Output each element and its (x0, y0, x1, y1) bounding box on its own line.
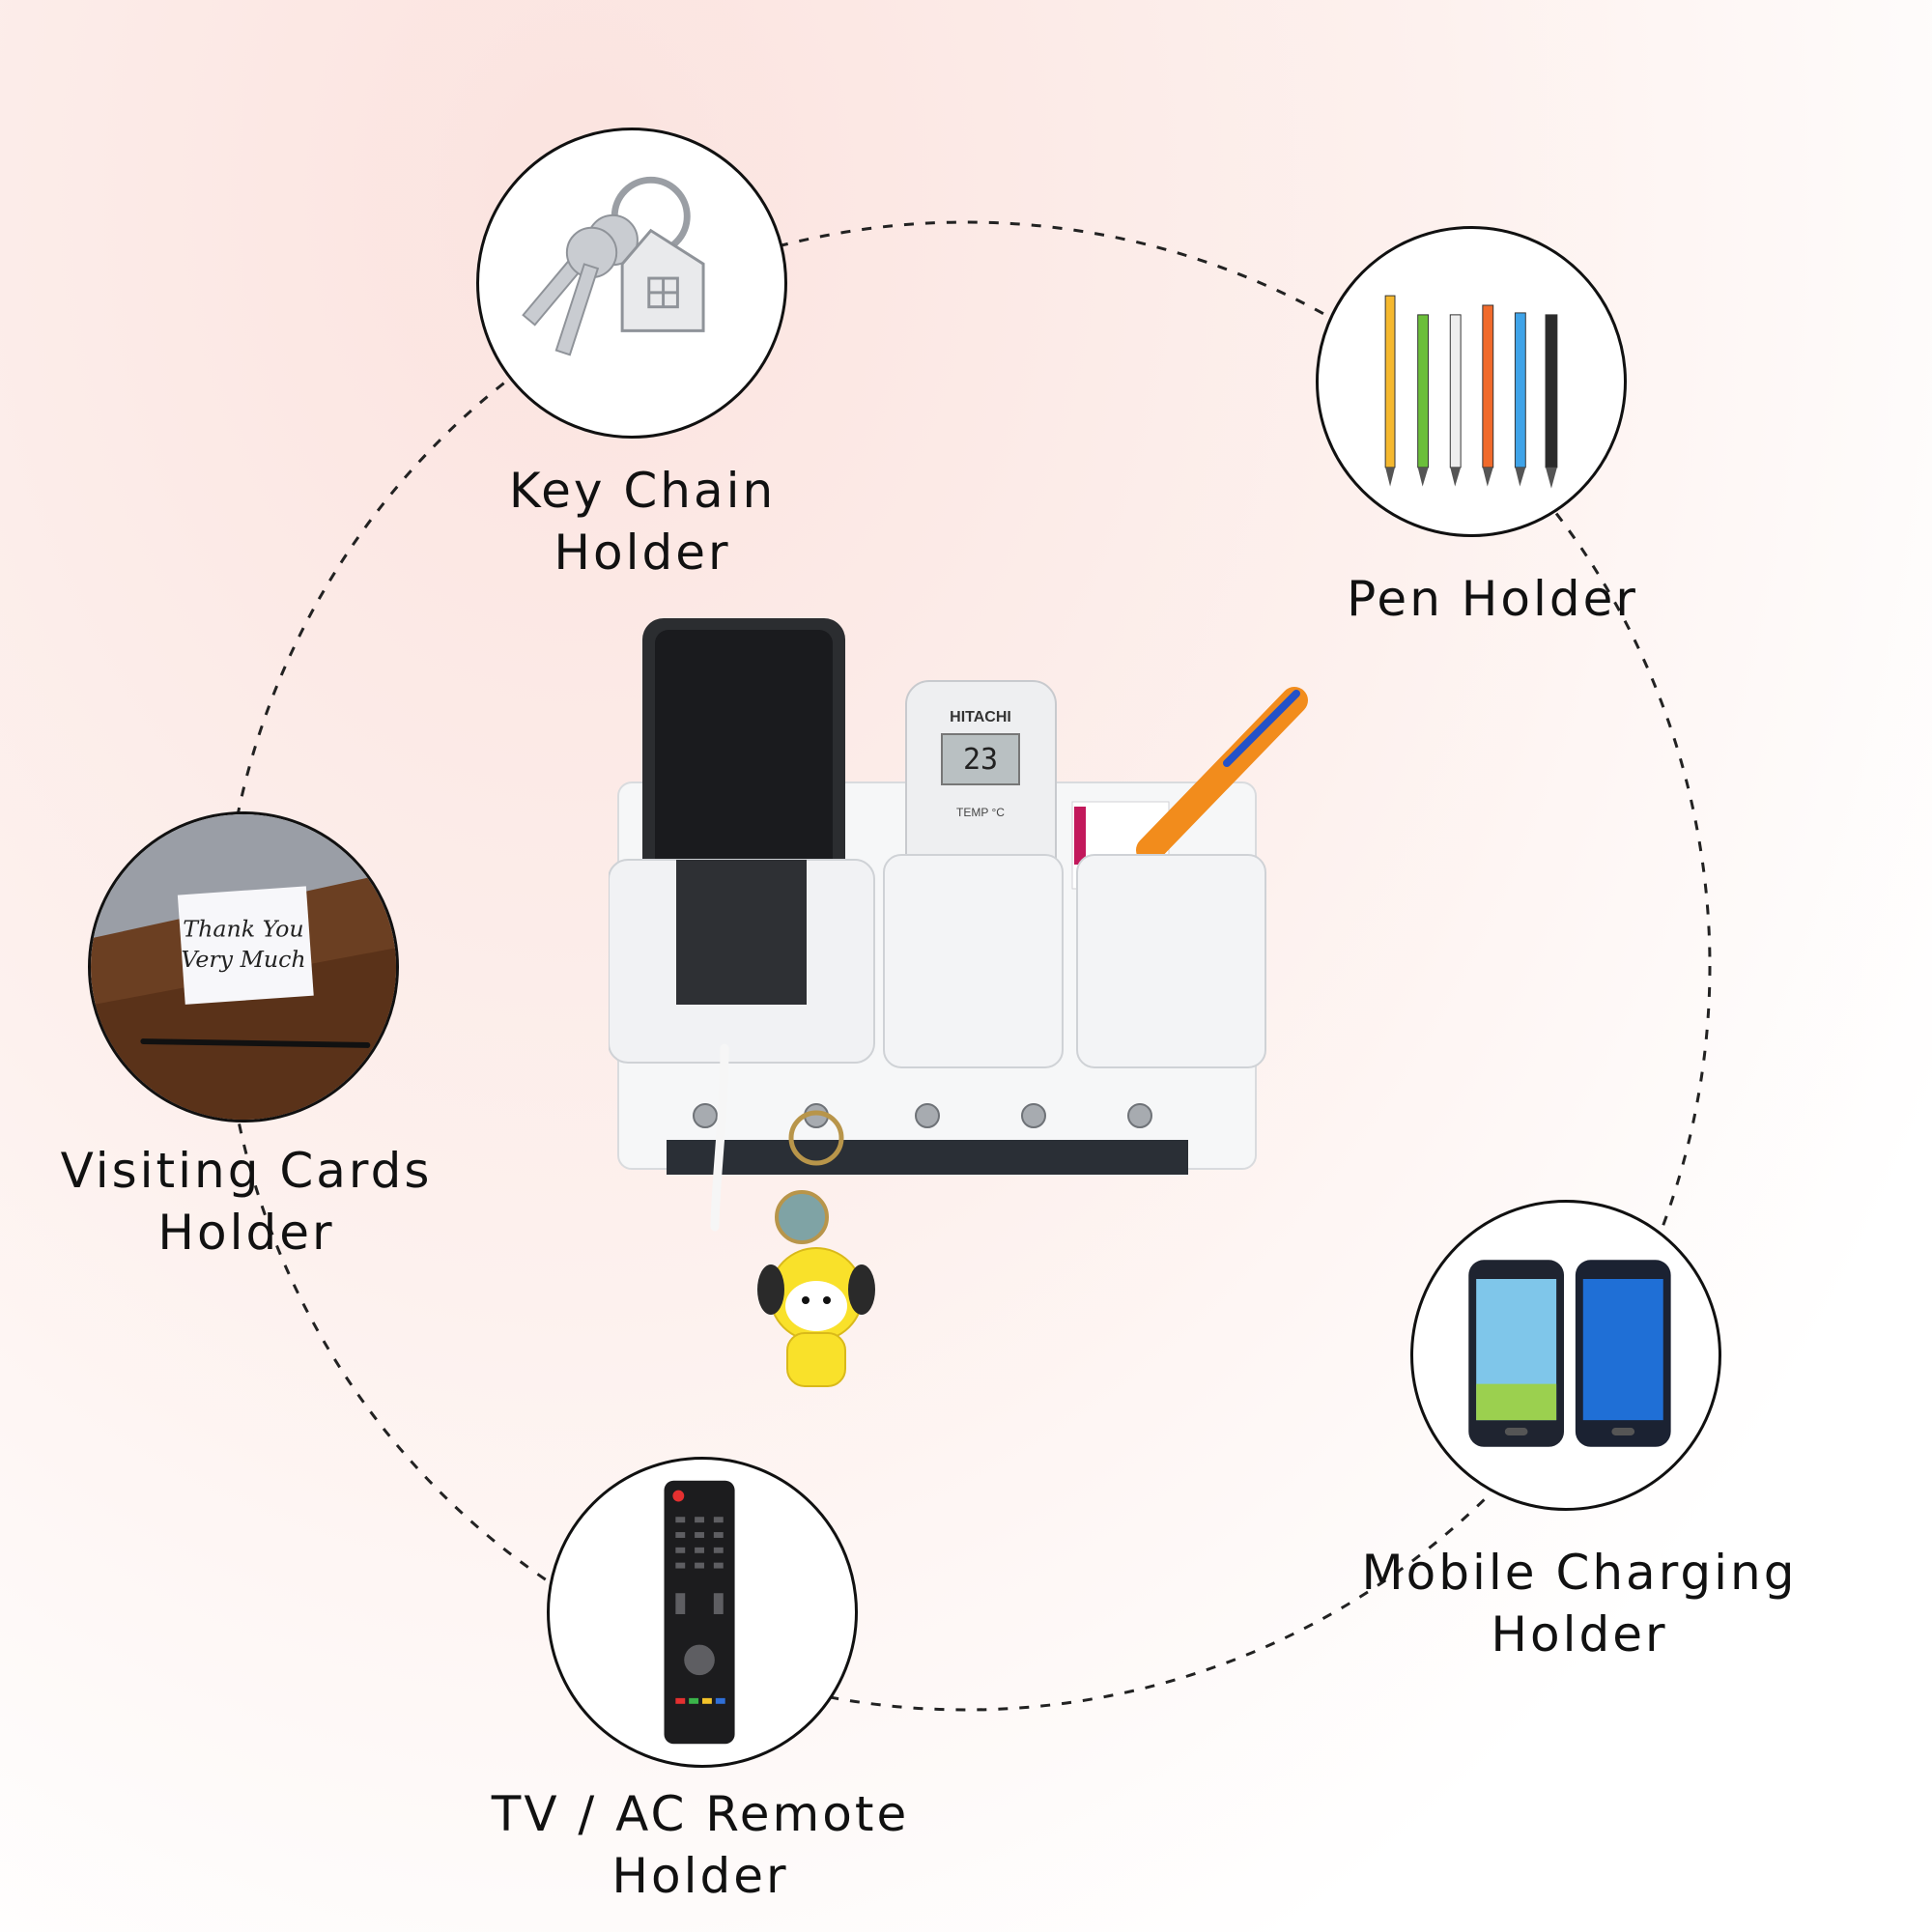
organizer-illustration: HITACHI 23 TEMP °C (608, 618, 1308, 1387)
key-chain-holder-label: Key Chain Holder (508, 463, 777, 581)
tv-ac-remote-holder-label: TV / AC Remote Holder (491, 1786, 910, 1904)
mobile-charging-feature-circle (1410, 1200, 1721, 1511)
tv-remote-feature-circle (547, 1457, 858, 1768)
pen-holder-label: Pen Holder (1347, 571, 1638, 627)
organizer-keychain-charm (757, 1247, 875, 1387)
organizer-charging-cable (710, 1043, 729, 1232)
ac-remote-brand: HITACHI (950, 709, 1011, 725)
ac-remote-temp-label: TEMP °C (956, 806, 1005, 819)
visiting-cards-feature-circle: Thank You Very Much (88, 811, 399, 1122)
visiting-cards-holder-label: Visiting Cards Holder (60, 1143, 433, 1261)
card-very-much-text: Very Much (181, 946, 305, 973)
organizer-felt-strip (667, 1140, 1188, 1175)
card-thank-you-text: Thank You (183, 915, 303, 942)
organizer-key-hooks (693, 1103, 1152, 1128)
pens-icon (1384, 295, 1558, 489)
organizer-pen-pocket (1076, 854, 1266, 1068)
mobile-charging-holder-label: Mobile Charging Holder (1361, 1545, 1798, 1662)
thank-you-card-icon: Thank You Very Much (91, 814, 396, 1120)
wall-organizer-product: HITACHI 23 TEMP °C (608, 609, 1323, 1401)
smartphones-icon (1468, 1260, 1671, 1447)
ac-remote-display: 23 (963, 743, 998, 777)
keys-icon (522, 176, 705, 356)
organizer-remote-pocket (883, 854, 1064, 1068)
pen-feature-circle (1316, 226, 1627, 537)
tv-remote-icon (664, 1480, 735, 1745)
key-chain-feature-circle (476, 128, 787, 439)
organizer-pen (1136, 687, 1308, 864)
